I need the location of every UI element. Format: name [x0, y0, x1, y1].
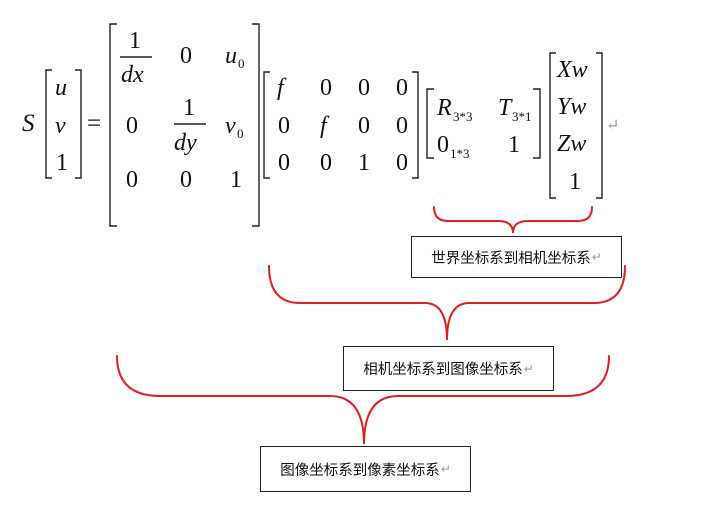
extrinsic-T-sub: 3*1 — [512, 109, 532, 124]
label-world-to-camera: 世界坐标系到相机坐标系↵ — [411, 236, 622, 278]
intrinsic-r3c2: 0 — [180, 167, 192, 193]
projection-matrix-left-bracket — [263, 71, 270, 179]
proj-r1c1: f — [277, 75, 287, 101]
extrinsic-matrix-right-bracket — [533, 88, 541, 159]
intrinsic-r1-zero: 0 — [180, 43, 192, 69]
pixel-v: v — [55, 113, 66, 139]
extrinsic-one: 1 — [508, 132, 520, 158]
proj-r3c3: 1 — [358, 150, 370, 176]
proj-r3c1: 0 — [278, 150, 290, 176]
pixel-u: u — [55, 75, 67, 101]
label-image-to-pixel-text: 图像坐标系到像素坐标系 — [280, 462, 440, 479]
return-mark: ↵ — [591, 250, 602, 264]
world-one: 1 — [569, 169, 581, 195]
extrinsic-zero: 0 — [437, 132, 449, 158]
pixel-vector-left-bracket — [45, 69, 52, 179]
intrinsic-one-x: 1 — [129, 28, 141, 54]
proj-r2c2: f — [320, 113, 330, 139]
brace-camera-to-image — [268, 265, 626, 341]
world-zw: Zw — [557, 131, 586, 157]
brace-world-to-camera — [433, 206, 593, 234]
scale-factor: S — [22, 110, 35, 137]
intrinsic-dy: dy — [174, 130, 197, 156]
intrinsic-r2-zero: 0 — [126, 113, 138, 139]
proj-r1c4: 0 — [396, 75, 408, 101]
intrinsic-matrix-left-bracket — [109, 23, 117, 227]
equals-sign: = — [87, 110, 101, 137]
intrinsic-one-y: 1 — [183, 95, 195, 121]
world-xw: Xw — [556, 57, 588, 83]
extrinsic-zero-sub: 1*3 — [450, 146, 470, 161]
projection-matrix-right-bracket — [412, 71, 419, 179]
intrinsic-r3c1: 0 — [126, 167, 138, 193]
return-mark: ↵ — [440, 462, 451, 476]
intrinsic-u0-sub: 0 — [238, 56, 245, 71]
intrinsic-u0: u — [225, 43, 237, 69]
label-camera-to-image: 相机坐标系到图像坐标系↵ — [343, 346, 554, 391]
proj-r2c1: 0 — [278, 113, 290, 139]
label-camera-to-image-text: 相机坐标系到图像坐标系 — [363, 362, 523, 378]
label-world-to-camera-text: 世界坐标系到相机坐标系 — [431, 250, 591, 267]
intrinsic-v0: v — [225, 113, 236, 139]
proj-r1c2: 0 — [320, 75, 332, 101]
world-yw: Yw — [557, 94, 586, 120]
intrinsic-matrix-right-bracket — [252, 23, 260, 227]
extrinsic-matrix-left-bracket — [426, 88, 434, 159]
intrinsic-v0-sub: 0 — [237, 126, 244, 141]
proj-r1c3: 0 — [358, 75, 370, 101]
pixel-one: 1 — [56, 150, 68, 176]
intrinsic-dx: dx — [121, 62, 144, 88]
extrinsic-R: R — [436, 95, 452, 121]
pixel-vector-right-bracket — [75, 69, 82, 179]
return-mark: ↵ — [523, 361, 534, 376]
proj-r2c4: 0 — [396, 113, 408, 139]
world-vector-right-bracket — [596, 52, 603, 199]
proj-r2c3: 0 — [358, 113, 370, 139]
label-image-to-pixel: 图像坐标系到像素坐标系↵ — [260, 446, 471, 492]
extrinsic-R-sub: 3*3 — [453, 109, 473, 124]
extrinsic-T: T — [498, 95, 513, 121]
equation-return-mark: ↵ — [606, 117, 619, 134]
world-vector-left-bracket — [549, 52, 556, 199]
proj-r3c4: 0 — [396, 150, 408, 176]
intrinsic-r3c3: 1 — [230, 167, 242, 193]
brace-image-to-pixel — [116, 355, 610, 445]
proj-r3c2: 0 — [320, 150, 332, 176]
